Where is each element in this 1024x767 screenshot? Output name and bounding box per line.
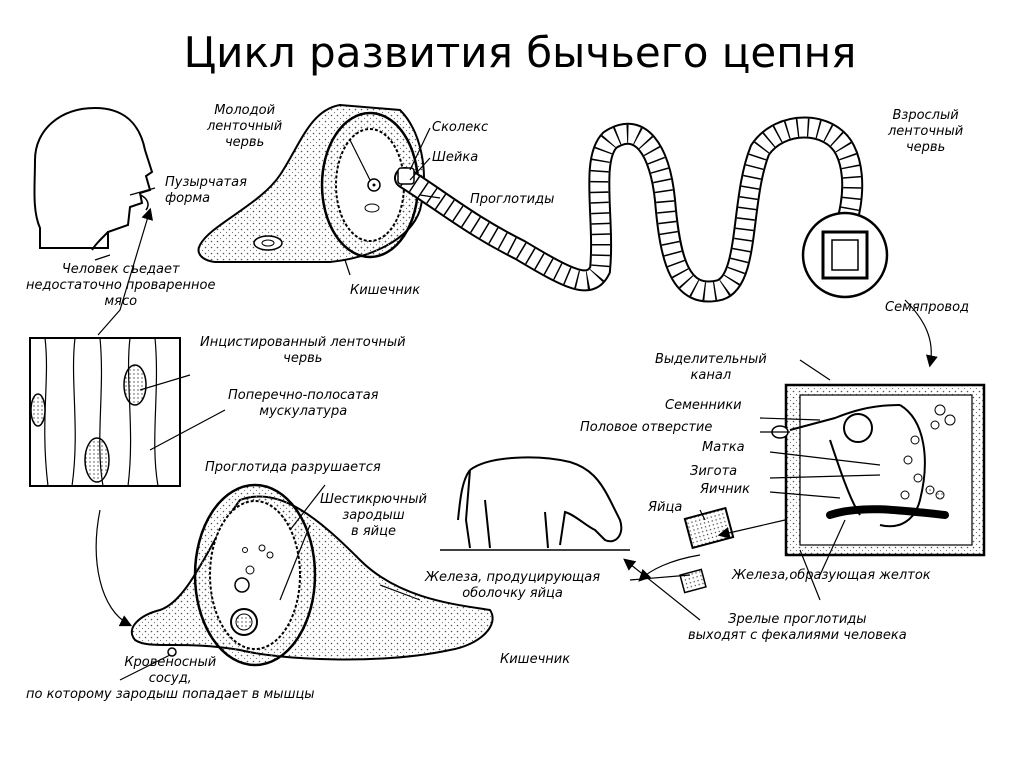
label-neck: Шейка (432, 150, 479, 165)
lower-gut-section (130, 483, 494, 667)
eggs-cluster (683, 506, 735, 550)
label-proglottids: Проглотиды (470, 192, 555, 207)
tapeworm-chain (394, 116, 864, 303)
label-zygote: Зигота (690, 464, 738, 479)
label-testes: Семенники (665, 398, 742, 413)
muscle-tissue (29, 337, 181, 487)
egg-small (679, 568, 707, 594)
label-excretory-canal: Выделительный канал (655, 352, 767, 383)
label-sperm-duct: Семяпровод (885, 300, 970, 315)
label-blood-vessel: Кровеносный сосуд, по которому зародыш п… (26, 655, 315, 702)
label-striated-muscle: Поперечно-полосатая мускулатура (228, 388, 379, 419)
label-gut-bottom: Кишечник (500, 652, 571, 667)
label-ovary: Яичник (700, 482, 750, 497)
human-head-icon (33, 106, 154, 251)
label-uterus: Матка (702, 440, 745, 455)
label-eggs: Яйца (648, 500, 683, 515)
label-genital-opening: Половое отверстие (580, 420, 713, 435)
label-encysted: Инцистированный ленточный червь (200, 335, 406, 366)
label-shell-gland: Железа, продуцирующая оболочку яйца (425, 570, 601, 601)
magnifier-circle (801, 211, 889, 299)
mature-proglottid-detail (771, 383, 986, 557)
label-scolex: Сколекс (432, 120, 489, 135)
label-mature-proglottids: Зрелые проглотиды выходят с фекалиями че… (688, 612, 907, 643)
cow-icon (440, 456, 630, 551)
label-proglottid-breaks: Проглотида разрушается (205, 460, 381, 475)
page-title: Цикл развития бычьего цепня (183, 28, 857, 77)
label-hexacanth: Шестикрючный зародыш в яйце (320, 492, 428, 539)
label-adult-tapeworm: Взрослый ленточный червь (888, 108, 964, 155)
label-young-tapeworm: Молодой ленточный червь (207, 103, 283, 150)
label-bladder-form: Пузырчатая форма (165, 175, 247, 206)
label-yolk-gland: Железа,образующая желток (732, 568, 931, 583)
label-gut-top: Кишечник (350, 283, 421, 298)
leader-lines (94, 127, 938, 681)
label-human-eats: Человек съедает недостаточно проваренное… (26, 262, 216, 309)
